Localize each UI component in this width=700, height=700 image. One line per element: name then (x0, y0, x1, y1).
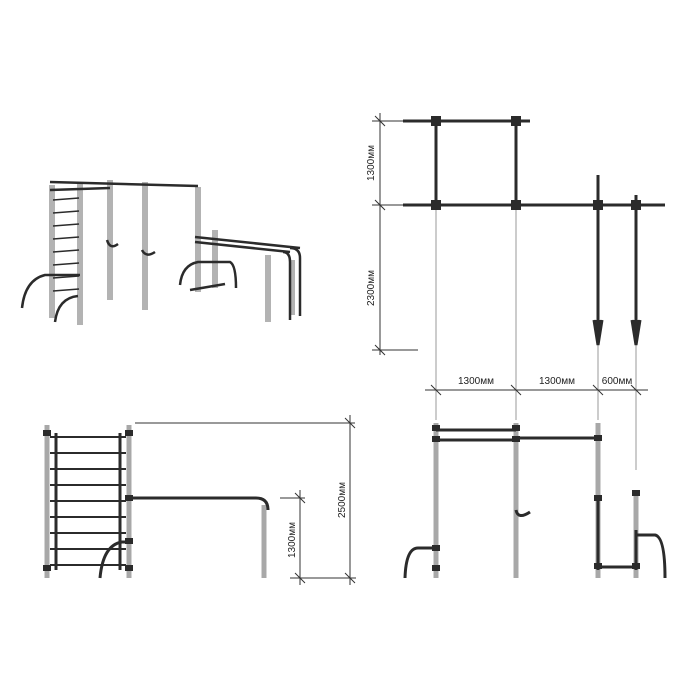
dim-label-span-1: 1300мм (458, 376, 494, 387)
clamp-nodes (431, 116, 641, 210)
dim-label-bar-height: 1300мм (287, 522, 298, 558)
plan-view: 1300мм 2300мм 1300мм 1300мм 600мм (366, 113, 665, 420)
isometric-view (20, 180, 302, 325)
isometric-ladder-rungs (52, 197, 80, 292)
front-dimension-lines (135, 415, 356, 585)
dim-label-span-2: 1300мм (539, 376, 575, 387)
plan-dimension-lines (372, 113, 648, 396)
dim-label-plan-1300: 1300мм (366, 145, 377, 181)
front-view-right (403, 420, 667, 579)
front-view-left: 2500мм 1300мм (43, 415, 356, 585)
guide-lines (435, 205, 637, 420)
dim-label-overall-height: 2500мм (337, 482, 348, 518)
dim-label-span-3: 600мм (602, 376, 633, 387)
ladder-rungs (50, 436, 126, 566)
dim-label-plan-2300: 2300мм (366, 270, 377, 306)
